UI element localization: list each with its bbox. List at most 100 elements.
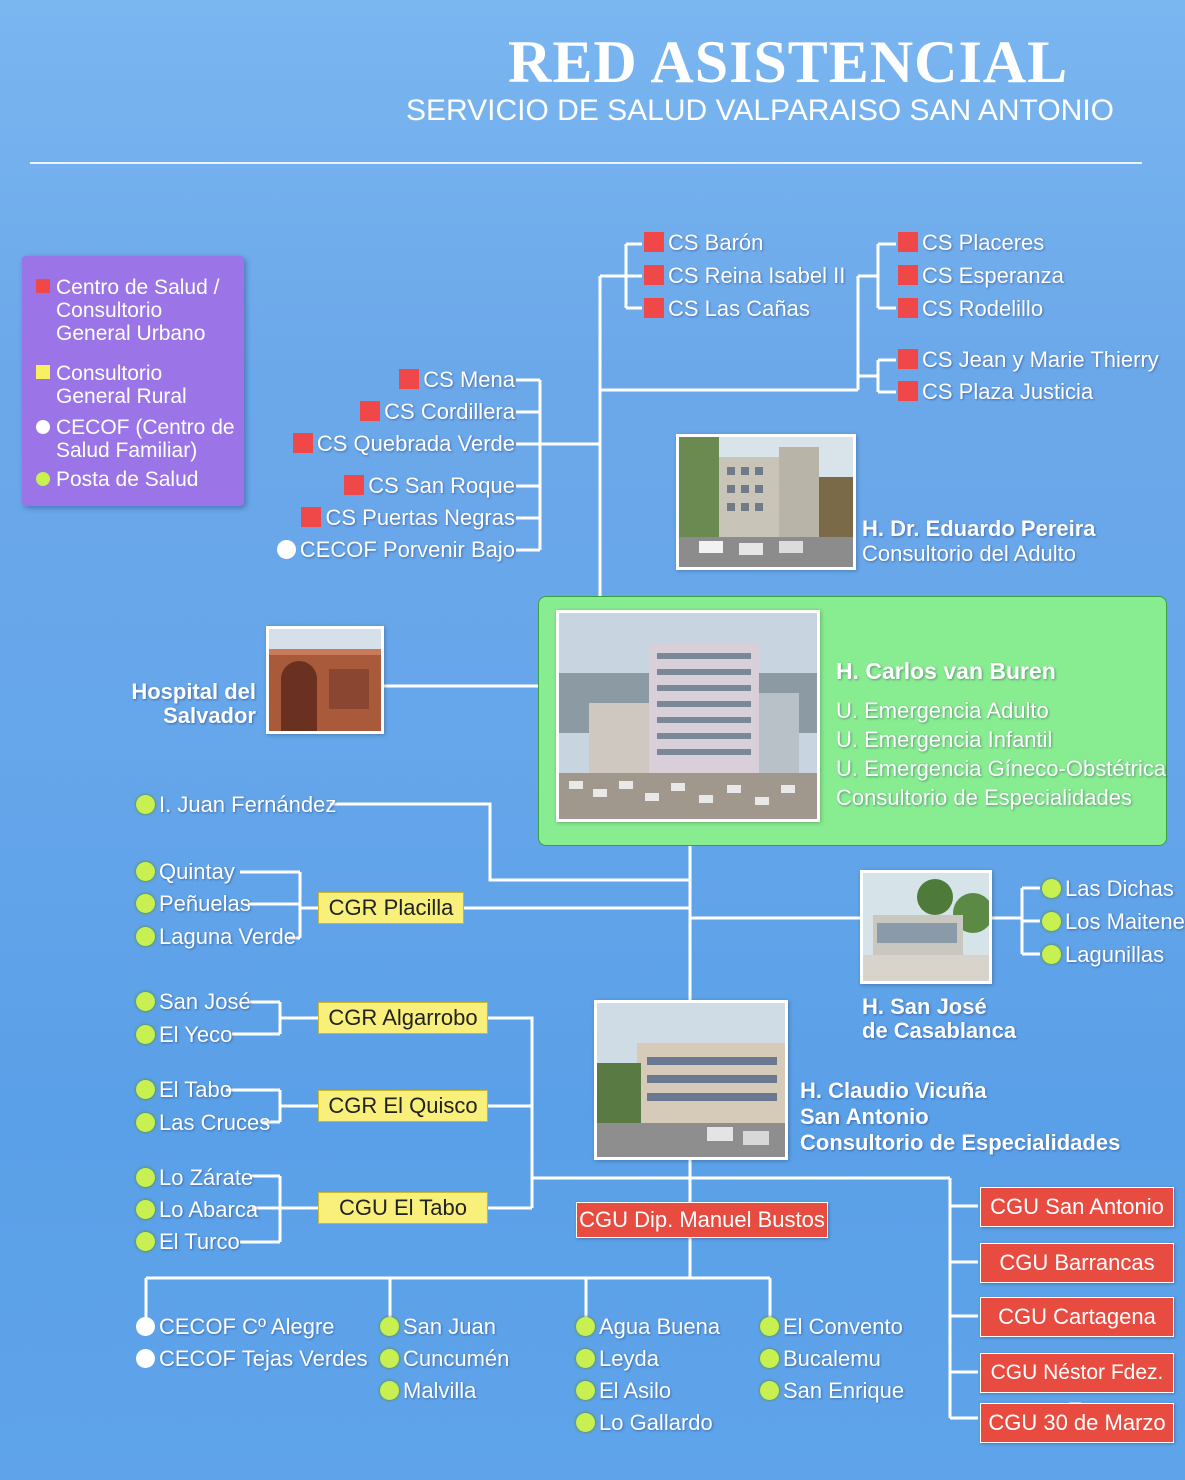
green-circle-icon	[136, 1113, 155, 1132]
van-buren-service: Consultorio de Especialidades	[836, 785, 1132, 810]
red-square-icon	[898, 232, 918, 252]
list-item: CECOF Porvenir Bajo	[276, 539, 515, 561]
green-circle-icon	[760, 1317, 779, 1336]
list-item: El Asilo	[576, 1380, 671, 1402]
list-item: CS San Roque	[344, 475, 515, 497]
red-square-icon	[644, 265, 664, 285]
green-circle-icon	[136, 1200, 155, 1219]
page-subtitle: SERVICIO DE SALUD VALPARAISO SAN ANTONIO	[406, 94, 1114, 127]
list-item: El Yeco	[136, 1024, 232, 1046]
red-square-icon	[898, 381, 918, 401]
list-item: El Convento	[760, 1316, 903, 1338]
list-item: Lo Abarca	[136, 1199, 258, 1221]
building-image	[679, 437, 853, 567]
building-image	[597, 1003, 785, 1157]
green-circle-icon	[1042, 945, 1061, 964]
list-item: Malvilla	[380, 1380, 476, 1402]
list-item: San José	[136, 991, 251, 1013]
list-item: CS Plaza Justicia	[898, 381, 1093, 403]
building-image	[863, 873, 989, 981]
green-circle-icon	[380, 1317, 399, 1336]
green-circle-icon	[136, 1025, 155, 1044]
green-circle-icon	[136, 894, 155, 913]
hospital-salvador-line2: Salvador	[163, 703, 256, 728]
list-item: Las Cruces	[136, 1112, 270, 1134]
green-circle-icon	[136, 862, 155, 881]
hospital-pereira-sub: Consultorio del Adulto	[862, 541, 1077, 566]
red-square-icon	[644, 298, 664, 318]
hospital-vicuna-line3: Consultorio de Especialidades	[800, 1130, 1121, 1155]
green-circle-icon	[136, 795, 155, 814]
legend-panel: Centro de Salud / Consultorio General Ur…	[22, 256, 244, 506]
green-circle-icon	[380, 1381, 399, 1400]
list-item: Lagunillas	[1042, 944, 1164, 966]
hospital-salvador-photo	[266, 626, 384, 734]
legend-item-cecof: CECOF (Centro de Salud Familiar)	[36, 416, 236, 462]
page-title: RED ASISTENCIAL	[508, 29, 1069, 95]
list-item: CS Barón	[644, 232, 763, 254]
list-item: CS Esperanza	[898, 265, 1064, 287]
list-item: CS Quebrada Verde	[292, 433, 515, 455]
yellow-square-icon	[36, 365, 50, 379]
hospital-salvador-line1: Hospital del	[131, 679, 256, 704]
red-square-icon	[399, 369, 420, 389]
white-circle-icon	[276, 540, 296, 559]
cgu-box: CGU 30 de Marzo	[980, 1403, 1174, 1443]
green-circle-icon	[1042, 912, 1061, 931]
legend-item-posta: Posta de Salud	[36, 468, 236, 491]
hospital-pereira-name: H. Dr. Eduardo Pereira	[862, 516, 1096, 541]
white-circle-icon	[36, 420, 50, 434]
hospital-vicuna-photo	[594, 1000, 788, 1160]
green-circle-icon	[576, 1381, 595, 1400]
list-item: San Enrique	[760, 1380, 904, 1402]
building-image	[269, 629, 381, 731]
hospital-pereira-photo	[676, 434, 856, 570]
list-item: CS Reina Isabel II	[644, 265, 845, 287]
red-square-icon	[360, 401, 381, 421]
list-item: El Turco	[136, 1231, 240, 1253]
list-item: Lo Gallardo	[576, 1412, 713, 1434]
list-item: CS Placeres	[898, 232, 1044, 254]
list-item: El Tabo	[136, 1079, 232, 1101]
building-image	[559, 613, 817, 819]
cgr-el-quisco-box: CGR El Quisco	[318, 1090, 488, 1122]
red-square-icon	[292, 433, 313, 453]
legend-item-centro-salud: Centro de Salud / Consultorio General Ur…	[36, 276, 236, 345]
hospital-casablanca-photo	[860, 870, 992, 984]
van-buren-service: U. Emergencia Infantil	[836, 727, 1053, 752]
red-square-icon	[898, 298, 918, 318]
list-item: Lo Zárate	[136, 1167, 253, 1189]
legend-item-consultorio-rural: Consultorio General Rural	[36, 362, 236, 408]
green-circle-icon	[760, 1349, 779, 1368]
hospital-van-buren-name: H. Carlos van Buren	[836, 658, 1056, 684]
green-circle-icon	[576, 1413, 595, 1432]
cgr-algarrobo-box: CGR Algarrobo	[318, 1002, 488, 1034]
red-square-icon	[301, 507, 322, 527]
green-circle-icon	[136, 992, 155, 1011]
list-item: Laguna Verde	[136, 926, 296, 948]
list-item: CS Rodelillo	[898, 298, 1043, 320]
list-item: Agua Buena	[576, 1316, 720, 1338]
green-circle-icon	[760, 1381, 779, 1400]
cgu-box: CGU Néstor Fdez. T.	[980, 1353, 1174, 1422]
van-buren-service: U. Emergencia Gíneco-Obstétrica	[836, 756, 1167, 781]
white-circle-icon	[136, 1317, 155, 1336]
list-item: Peñuelas	[136, 893, 251, 915]
hospital-vicuna-line2: San Antonio	[800, 1104, 929, 1129]
list-item: Las Dichas	[1042, 878, 1174, 900]
hospital-vicuna-line1: H. Claudio Vicuña	[800, 1078, 987, 1103]
green-circle-icon	[380, 1349, 399, 1368]
red-square-icon	[898, 265, 918, 285]
list-item: CS Jean y Marie Thierry	[898, 349, 1159, 371]
hospital-van-buren-photo	[556, 610, 820, 822]
list-item: Los Maitenes	[1042, 911, 1185, 933]
list-item: CECOF Cº Alegre	[136, 1316, 335, 1338]
green-circle-icon	[136, 1232, 155, 1251]
green-circle-icon	[576, 1349, 595, 1368]
list-item: CECOF Tejas Verdes	[136, 1348, 368, 1370]
list-item: CS Las Cañas	[644, 298, 810, 320]
list-item: I. Juan Fernández	[136, 794, 336, 816]
green-circle-icon	[136, 927, 155, 946]
green-circle-icon	[136, 1080, 155, 1099]
